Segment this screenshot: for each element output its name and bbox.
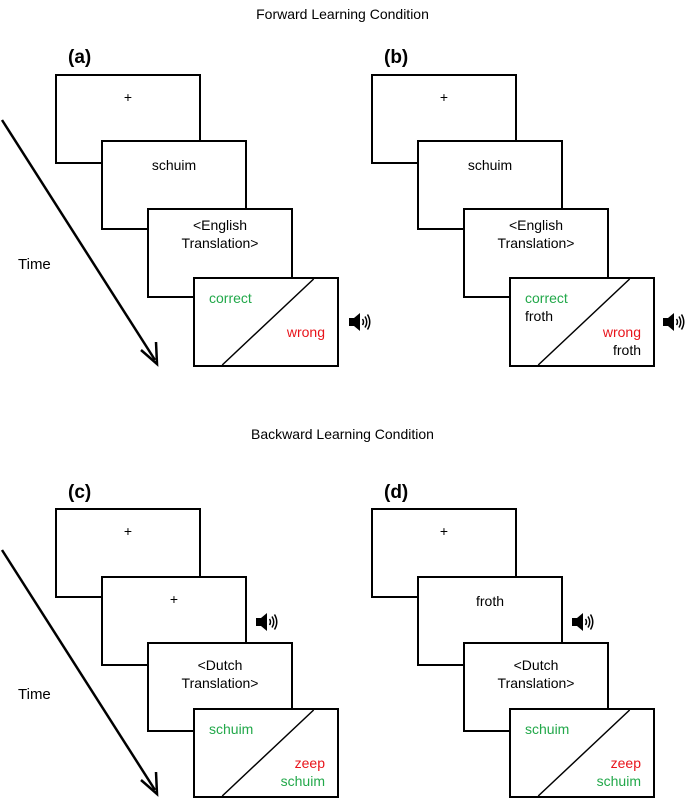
panel-label-d: (d) — [384, 482, 409, 503]
feedback-screen: correct froth wrong froth — [509, 277, 655, 367]
panel-label-a: (a) — [68, 47, 92, 68]
wrong-answer: zeep — [294, 755, 325, 771]
wrong-answer: froth — [612, 342, 641, 358]
time-arrow-icon — [0, 549, 159, 797]
feedback-divider — [537, 279, 631, 365]
speaker-icon — [349, 313, 371, 331]
wrong-label: wrong — [602, 324, 641, 340]
correct-answer: schuim — [280, 773, 325, 789]
cue-cross: + — [169, 591, 179, 607]
cue-word: schuim — [467, 157, 513, 173]
feedback-divider — [221, 279, 315, 365]
feedback-divider — [221, 710, 315, 796]
fixation-cross: + — [439, 89, 449, 105]
panel-label-b: (b) — [384, 47, 409, 68]
feedback-screen: correct wrong — [193, 277, 339, 367]
correct-label: correct — [525, 290, 568, 306]
feedback-screen: schuim zeep schuim — [193, 708, 339, 798]
speaker-icon — [256, 613, 278, 631]
speaker-icon — [663, 313, 685, 331]
fixation-cross: + — [123, 523, 133, 539]
backward-condition-title: Backward Learning Condition — [251, 426, 434, 442]
panel-label-c: (c) — [68, 482, 92, 503]
prompt-text: <English Translation> — [181, 217, 259, 251]
correct-label: correct — [209, 290, 252, 306]
wrong-feedback: wrong froth — [603, 323, 641, 359]
cue-word: schuim — [151, 157, 197, 173]
wrong-feedback: zeep schuim — [597, 754, 641, 790]
correct-feedback: correct froth — [525, 289, 568, 325]
speaker-icon — [572, 613, 594, 631]
wrong-feedback: zeep schuim — [281, 754, 325, 790]
prompt-text: <English Translation> — [497, 217, 575, 251]
prompt-text: <Dutch Translation> — [497, 657, 575, 691]
fixation-cross: + — [123, 89, 133, 105]
feedback-divider — [537, 710, 631, 796]
time-label: Time — [18, 686, 51, 703]
correct-answer: schuim — [209, 721, 254, 737]
prompt-text: <Dutch Translation> — [181, 657, 259, 691]
wrong-answer: zeep — [610, 755, 641, 771]
time-label: Time — [18, 256, 51, 273]
feedback-screen: schuim zeep schuim — [509, 708, 655, 798]
correct-answer: froth — [525, 308, 554, 324]
time-arrow-icon — [0, 119, 159, 367]
wrong-label: wrong — [286, 324, 325, 340]
cue-word: froth — [475, 593, 504, 609]
correct-answer: schuim — [525, 721, 570, 737]
correct-answer: schuim — [596, 773, 641, 789]
fixation-cross: + — [439, 523, 449, 539]
forward-condition-title: Forward Learning Condition — [256, 6, 429, 22]
